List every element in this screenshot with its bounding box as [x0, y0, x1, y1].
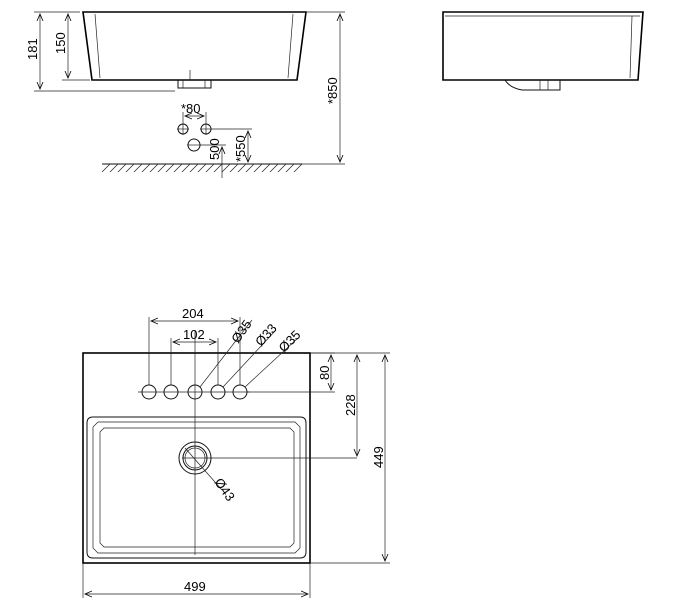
side-basin-outline — [442, 11, 644, 81]
dim-label-204: 204 — [182, 306, 204, 321]
front-drain-stub — [177, 80, 212, 89]
drain-outer — [178, 441, 212, 475]
dim-label-102: 102 — [183, 327, 205, 342]
dim-label-150: 150 — [53, 32, 68, 54]
dim-label-dia-43: Ø43 — [212, 475, 238, 504]
plan-bowl-rim — [86, 416, 307, 559]
dim-label-449: 449 — [371, 446, 386, 468]
dim-label-80-wall: *80 — [181, 101, 201, 116]
side-drain-stub — [504, 79, 561, 91]
drain-middle — [182, 445, 208, 471]
dim-label-850: *850 — [325, 77, 340, 104]
dim-label-dia-35-b: Ø35 — [276, 327, 304, 355]
dim-label-80-top: 80 — [317, 366, 332, 380]
drain-inner — [184, 447, 206, 469]
dim-label-499: 499 — [184, 579, 206, 594]
floor-hatching — [101, 163, 303, 173]
dim-label-500: 500 — [207, 138, 222, 160]
front-basin-inner-right — [287, 13, 294, 79]
front-basin-inner-left — [94, 13, 101, 79]
dim-label-181: 181 — [25, 38, 40, 60]
plan-bowl-inner — [92, 421, 301, 554]
front-elevation-view: 181 150 *850 *80 500 *550 — [25, 11, 345, 178]
dim-label-228: 228 — [343, 394, 358, 416]
plan-view: 204 102 Ø35 Ø33 Ø35 80 228 449 Ø43 — [82, 306, 390, 598]
side-elevation-view — [442, 11, 644, 91]
front-basin-outline — [82, 11, 307, 81]
dim-label-550: *550 — [233, 135, 248, 162]
